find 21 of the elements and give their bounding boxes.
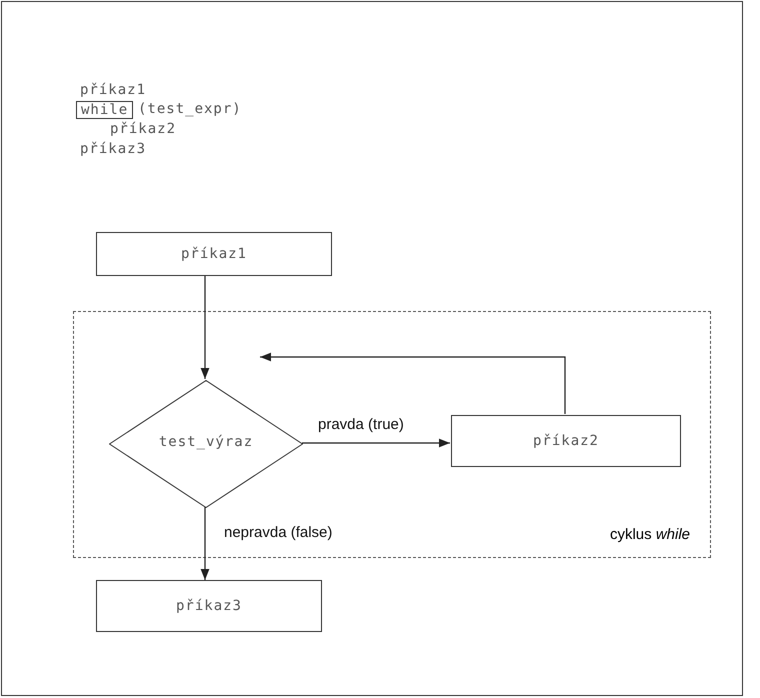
process-box [96, 580, 322, 632]
statement-text: příkaz3 [176, 598, 242, 614]
code-line: příkaz3 [80, 141, 146, 157]
decision-diamond [109, 380, 303, 508]
code-line: příkaz2 [110, 121, 176, 137]
loop-region [73, 311, 711, 558]
edge-label: nepravda (false) [222, 524, 334, 541]
process-box [451, 415, 681, 467]
arrow [200, 507, 210, 580]
arrow [200, 276, 210, 379]
process-box [96, 232, 332, 276]
keyword: while [76, 101, 134, 119]
statement-text: příkaz1 [180, 246, 247, 262]
arrow [260, 352, 566, 414]
code-line: (test_expr) [138, 101, 242, 117]
condition-text: test_výraz [158, 434, 254, 450]
edge-label: pravda (true) [316, 416, 406, 433]
code-line: příkaz1 [80, 82, 146, 98]
loop-label: cyklus while [610, 526, 690, 543]
statement-text: příkaz2 [532, 433, 599, 449]
arrow [302, 438, 450, 448]
